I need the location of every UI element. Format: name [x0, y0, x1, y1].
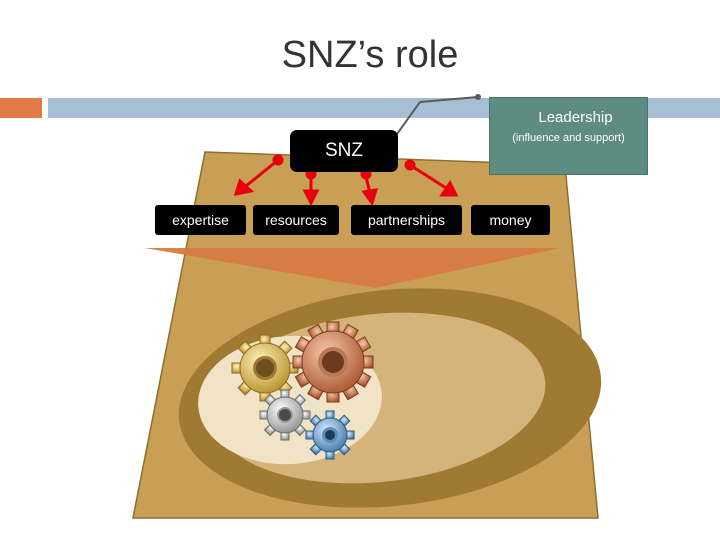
- leadership-subtitle: (influence and support): [512, 132, 625, 144]
- gear-icon: [259, 389, 311, 441]
- gear-icon: [305, 410, 355, 460]
- tag-money: money: [471, 205, 550, 235]
- slide-title: SNZ’s role: [281, 34, 459, 76]
- gear-icon: [231, 334, 299, 402]
- tag-partnerships: partnerships: [351, 205, 462, 235]
- leadership-connector-2: [419, 96, 479, 103]
- gear-icon: [292, 321, 374, 403]
- tag-resources: resources: [253, 205, 339, 235]
- leadership-title: Leadership: [538, 109, 613, 126]
- leadership-box: Leadership (influence and support): [489, 97, 648, 175]
- funnel-arrow: [145, 248, 560, 288]
- contribution-arrows: [233, 154, 459, 207]
- tag-expertise: expertise: [155, 205, 246, 235]
- snz-node: SNZ: [290, 130, 398, 172]
- connector-dot: [475, 94, 481, 100]
- accent-bar-orange: [0, 98, 42, 118]
